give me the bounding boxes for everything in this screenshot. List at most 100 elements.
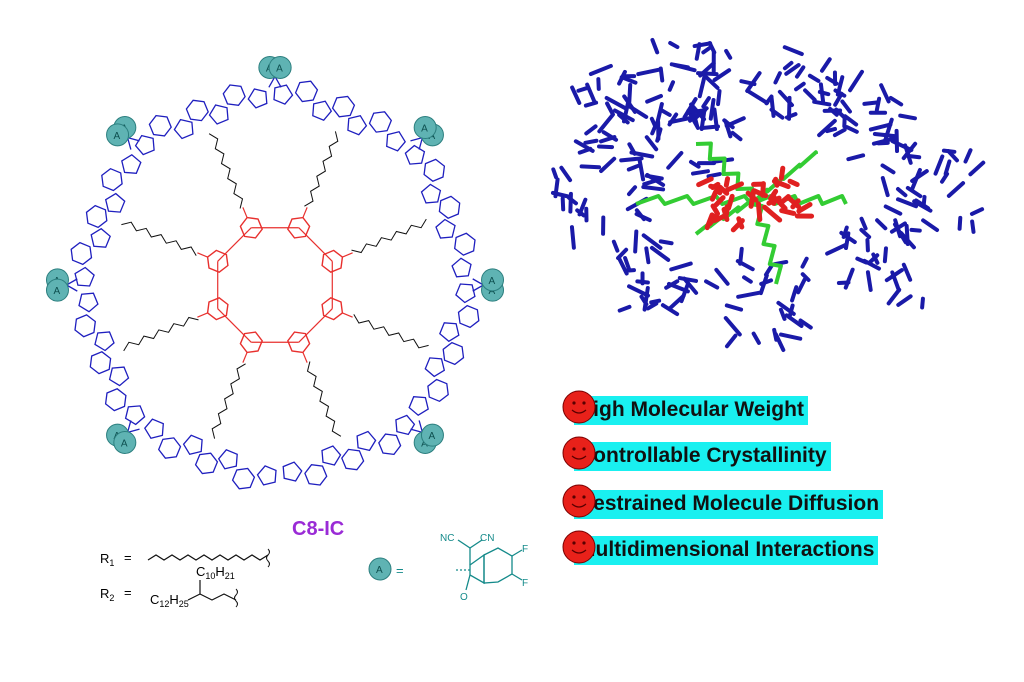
model-arm-stick [784, 112, 798, 120]
r2-branch-top: C10H21 [196, 564, 235, 581]
arm-thiophene-ring [321, 445, 342, 466]
core-oxygen-bond [342, 252, 353, 258]
model-arm-stick [570, 85, 582, 105]
arm-fused-ring [442, 341, 465, 366]
model-arm-stick [782, 45, 804, 57]
core-methylene-bridge [217, 308, 252, 343]
model-arm-stick [963, 148, 973, 164]
model-arm-stick [751, 331, 761, 345]
model-core-stick [713, 195, 726, 208]
model-arm-stick [569, 225, 576, 250]
end-group-label: A [276, 63, 283, 74]
model-core-stick [745, 190, 759, 203]
core-benzene-ring [286, 216, 311, 239]
end-group-label: A [421, 124, 428, 135]
model-arm-stick [872, 131, 896, 138]
model-arm-stick [896, 294, 913, 307]
model-arm-stick [704, 279, 720, 290]
model-arm-stick [605, 101, 615, 117]
arm-thiophene-ring [124, 405, 146, 426]
model-arm-stick [905, 153, 922, 160]
arm-fused-ring [341, 448, 365, 471]
arm-fused-ring [74, 314, 96, 338]
model-arm-stick [759, 278, 774, 286]
model-arm-stick [871, 252, 880, 265]
arm-fused-ring [222, 84, 246, 106]
model-arm-stick [623, 256, 632, 272]
model-arm-stick [773, 71, 782, 85]
calixarene-core [197, 207, 353, 363]
model-core-stick [778, 165, 786, 181]
model-arm-stick [639, 294, 649, 307]
model-core-stick [762, 204, 775, 216]
arm-thiophene-ring [94, 331, 115, 352]
core-oxygen-bond [242, 207, 248, 218]
arm-thiophene-ring [273, 84, 294, 105]
model-arm-stick [698, 61, 716, 78]
end-group-ball [268, 55, 292, 79]
model-arm-stick [689, 103, 699, 128]
model-arm-stick [659, 108, 672, 117]
arm-thiophene-ring [208, 104, 229, 125]
ic-cn-label: CN [480, 533, 494, 544]
model-core-stick [771, 178, 791, 190]
end-group-label: A [489, 276, 496, 287]
r2-wavy-bond [234, 588, 238, 608]
model-arm-stick [898, 113, 917, 121]
model-arm-stick [893, 218, 903, 239]
model-arm-stick [779, 332, 803, 341]
model-arm-stick [583, 138, 599, 145]
model-arm-stick [895, 187, 908, 198]
core-benzene-ring [239, 331, 264, 354]
model-arm-stick [794, 65, 806, 79]
model-arm-stick [812, 99, 832, 107]
arm-fused-ring [157, 437, 182, 459]
arm-fused-ring [89, 351, 112, 375]
arm-thiophene-ring [78, 292, 99, 313]
model-arm-stick [550, 190, 571, 199]
core-oxygen-bond [302, 352, 308, 363]
model-arm-stick [898, 230, 916, 250]
model-core-stick [704, 212, 715, 231]
model-arm-stick [604, 96, 628, 111]
a-legend-ball [368, 557, 392, 581]
end-group-ball [106, 123, 130, 147]
end-group-label: A [428, 431, 435, 442]
model-arm-stick [800, 256, 809, 269]
model-arm-stick [841, 225, 849, 239]
arm-thiophene-ring [90, 227, 111, 248]
model-arm-stick [658, 239, 674, 246]
arm-thiophene-ring [282, 461, 303, 482]
model-core-stick [787, 178, 800, 188]
model-core-stick [710, 181, 721, 191]
model-arm-stick [736, 290, 761, 299]
model-arm-stick [597, 144, 615, 150]
model-arm-stick [884, 268, 904, 283]
model-arm-stick [650, 38, 660, 55]
end-groups: AAAAAAAAAAAAAA [45, 55, 505, 454]
model-arm-stick [664, 279, 680, 290]
model-arm-stick [723, 316, 742, 337]
core-benzene-ring [286, 331, 311, 354]
model-arm-stick [776, 300, 796, 316]
model-arm-stick [627, 284, 651, 298]
model-arm-stick [825, 242, 848, 256]
model-arm-stick [886, 287, 902, 306]
feature-item-crystallinity: Controllable Crystallinity [562, 436, 831, 476]
model-arm-stick [667, 80, 676, 92]
model-arm-stick [742, 275, 753, 284]
model-arm-stick [588, 63, 613, 77]
model-arm-stick [655, 127, 663, 143]
model-arm-stick [882, 246, 888, 264]
arm-fused-ring [438, 195, 461, 219]
model-arm-stick [597, 112, 615, 134]
model-arm-stick [800, 272, 811, 283]
model-arm-stick [807, 73, 821, 83]
model-core-stick [696, 176, 714, 188]
model-arm-stick [946, 149, 960, 163]
model-arm-stick [584, 124, 598, 136]
r1-equals: = [124, 550, 132, 565]
alkyl-chain [306, 361, 342, 437]
end-group-ball [420, 423, 444, 447]
arm-thiophene-ring [173, 118, 194, 140]
